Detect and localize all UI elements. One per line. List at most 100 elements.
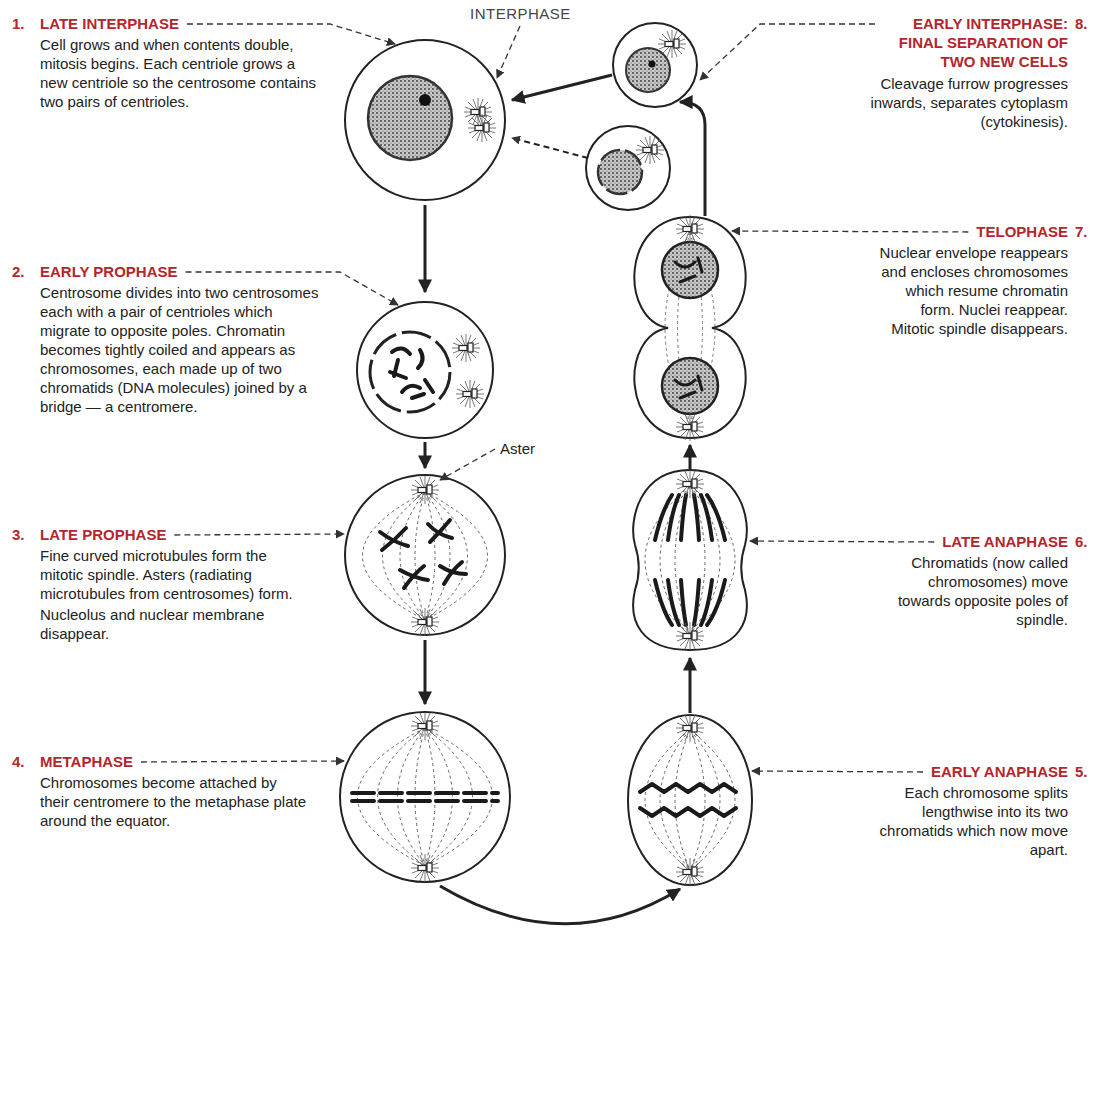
cycle-arrow <box>424 205 427 292</box>
daughter-cell <box>613 23 697 107</box>
step-number: 7. <box>1075 222 1088 241</box>
stage-description: Nuclear envelope reappears and encloses … <box>878 243 1068 338</box>
metaphase-cell <box>352 793 498 801</box>
cycle-arrow <box>425 75 705 924</box>
diagram-title: INTERPHASE <box>470 4 571 23</box>
late-anaphase-cell <box>645 486 690 634</box>
early-anaphase-cell <box>690 730 735 870</box>
interphase-cell <box>345 40 505 200</box>
telophase-cell <box>675 262 695 267</box>
metaphase-cell <box>415 728 425 866</box>
late-anaphase-cell <box>655 495 725 625</box>
stage-description: Fine curved microtubules form the mitoti… <box>40 546 305 603</box>
step-number: 6. <box>1075 532 1088 551</box>
late-prophase-cell <box>363 492 426 620</box>
step-number: 3. <box>12 525 25 544</box>
stage-description: Cell grows and when contents double, mit… <box>40 35 320 111</box>
interphase-cell <box>345 40 505 200</box>
late-anaphase-cell <box>681 495 686 540</box>
step-number: 2. <box>12 262 25 281</box>
leader-line <box>700 24 875 80</box>
cycle-arrow <box>512 138 588 158</box>
prophase-cell <box>412 394 424 398</box>
stage-heading: TELOPHASE <box>976 222 1068 241</box>
early-anaphase-cell <box>640 808 736 816</box>
cycle-arrow <box>689 445 692 469</box>
early-anaphase-cell <box>640 784 736 792</box>
leader-line <box>141 761 344 762</box>
early-anaphase-cell <box>628 714 752 886</box>
daughter-cell <box>658 30 686 58</box>
metaphase-cell <box>425 728 453 866</box>
telophase-cell <box>680 276 695 282</box>
late-anaphase-cell <box>690 486 705 634</box>
late-anaphase-cell <box>645 486 735 634</box>
prophase-cell <box>357 302 493 438</box>
stage-heading: METAPHASE <box>40 752 133 771</box>
late-prophase-cell <box>404 566 424 588</box>
late-anaphase-cell <box>676 622 704 650</box>
early-anaphase-cell <box>675 730 690 870</box>
late-anaphase-cell <box>676 470 704 498</box>
late-anaphase-cell <box>681 580 686 625</box>
late-prophase-cell <box>411 608 439 636</box>
cycle-arrow <box>680 102 705 216</box>
late-prophase-cell <box>444 562 462 584</box>
daughter-cell <box>598 150 642 194</box>
daughter-cell <box>613 23 697 107</box>
late-prophase-cell <box>411 476 439 504</box>
cycle-arrow <box>689 658 692 713</box>
metaphase-cell <box>340 712 510 882</box>
metaphase-cell <box>352 791 498 795</box>
late-prophase-cell <box>430 520 450 542</box>
telophase-cell <box>680 392 695 398</box>
late-anaphase-cell <box>668 580 679 625</box>
metaphase-cell <box>425 728 493 866</box>
late-anaphase-cell <box>690 486 735 634</box>
stage-heading: LATE ANAPHASE <box>942 532 1068 551</box>
prophase-cell <box>370 332 450 412</box>
metaphase-cell <box>411 712 439 740</box>
metaphase-cell <box>340 712 510 882</box>
early-anaphase-cell <box>645 730 735 870</box>
metaphase-cell <box>358 728 426 866</box>
metaphase-cell <box>358 728 493 866</box>
late-prophase-cell <box>345 475 505 636</box>
metaphase-cell <box>378 728 426 866</box>
part-label: Aster <box>500 439 535 458</box>
cycle-arrow <box>424 640 427 704</box>
late-prophase-cell <box>400 492 425 620</box>
telophase-cell <box>676 215 704 243</box>
daughter-cell <box>626 48 670 92</box>
early-anaphase-cell <box>640 784 736 816</box>
prophase-cell <box>394 360 398 376</box>
cycle-arrow <box>512 75 612 100</box>
stage-description: Chromosomes become attached by their cen… <box>40 773 310 830</box>
metaphase-cell <box>425 728 473 866</box>
leader-line <box>750 541 934 542</box>
daughter-cell <box>649 61 656 68</box>
early-anaphase-cell <box>628 715 752 885</box>
early-anaphase-cell <box>676 858 704 886</box>
leader-line <box>174 534 344 535</box>
leader-line <box>440 449 495 480</box>
stage-heading: LATE PROPHASE <box>40 525 166 544</box>
leader-line <box>732 231 968 232</box>
prophase-cell <box>452 334 480 362</box>
late-anaphase-cell <box>707 580 725 625</box>
late-prophase-cell <box>383 492 426 620</box>
daughter-cell <box>586 126 670 210</box>
cycle-arrow <box>512 138 588 158</box>
telophase-cell <box>634 217 745 438</box>
stage-description: Cleavage furrow progresses inwards, sepa… <box>868 74 1068 131</box>
stage-heading: EARLY PROPHASE <box>40 262 178 281</box>
interphase-cell <box>419 94 431 106</box>
late-prophase-cell <box>345 475 505 635</box>
early-anaphase-cell <box>676 714 704 742</box>
stage-description: Each chromosome splits lengthwise into i… <box>878 783 1068 859</box>
metaphase-cell <box>425 728 435 866</box>
prophase-cell <box>425 380 433 392</box>
stage-heading: EARLY ANAPHASE <box>931 762 1068 781</box>
metaphase-cell <box>352 799 498 803</box>
telophase-cell <box>698 258 702 272</box>
